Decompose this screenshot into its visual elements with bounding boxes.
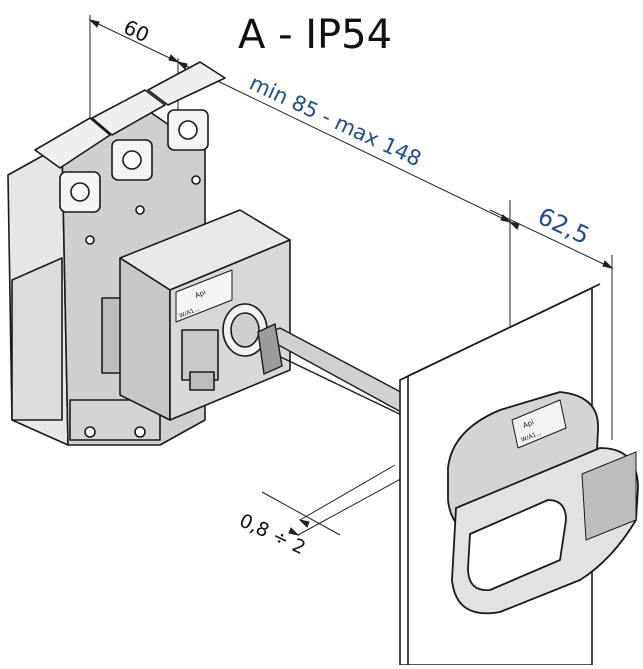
dimension-62-5-label: 62,5 [533,202,593,250]
dimension-shaft-label: min 85 - max 148 [246,71,425,172]
door-handle: Api W/A1... [447,391,639,615]
dimension-panel-label: 0,8 ÷ 2 [236,510,309,560]
rotary-operator: Api W/A1... [119,209,291,421]
handle-label-brand: Api [522,418,535,430]
title: A - IP54 [238,12,392,58]
breaker-label-brand: Api [194,288,207,300]
dimension-panel [261,464,409,536]
terminal-poles [34,61,226,245]
dimension-62-5 [489,209,614,440]
dimension-60-label: 60 [120,15,153,48]
